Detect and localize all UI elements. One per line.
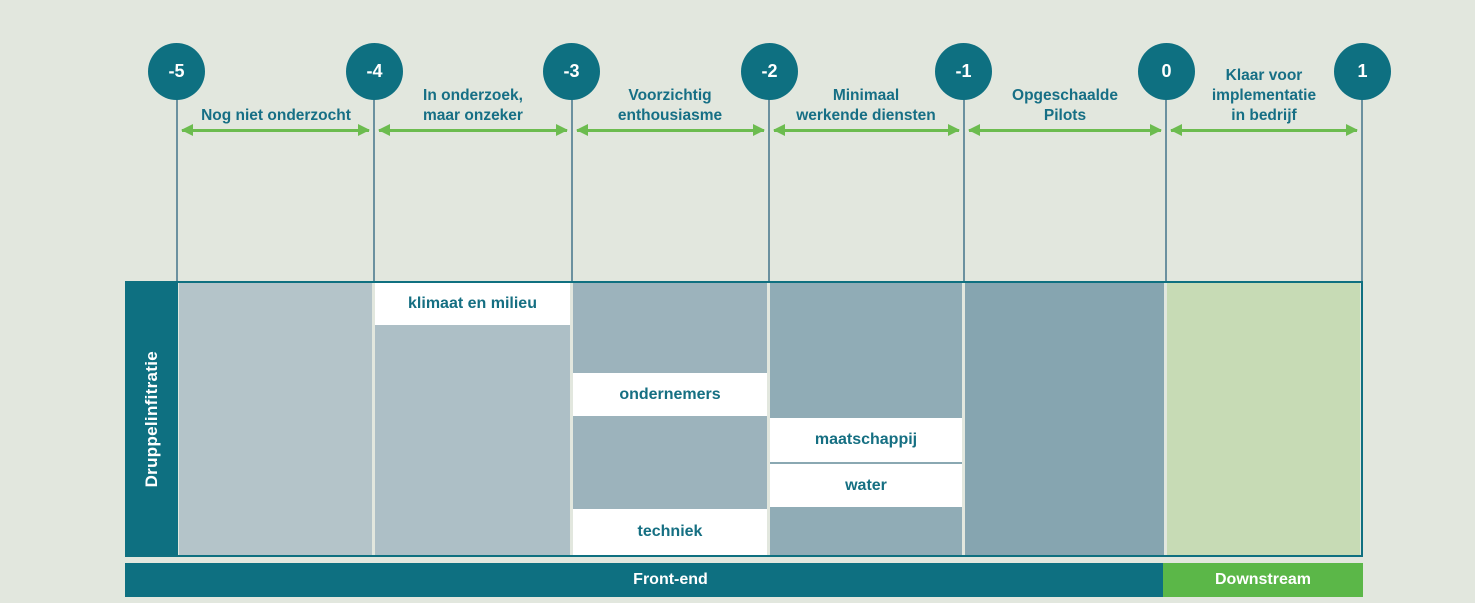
scale-point-value: 0 [1161, 61, 1172, 81]
matrix-cell-klimaat-en-milieu: klimaat en milieu [375, 283, 570, 325]
segment-arrow-icon [773, 124, 960, 136]
scale-point-value: -4 [366, 61, 383, 81]
scale-gridline [176, 97, 178, 281]
scale-gridline [963, 97, 965, 281]
segment-arrow-icon [1170, 124, 1358, 136]
scale-gridline [571, 97, 573, 281]
segment-label-line: Nog niet onderzocht [201, 107, 351, 124]
segment-arrow-icon [576, 124, 765, 136]
segment-label-line: Klaar voor [1225, 67, 1303, 84]
scale-point-value: -2 [761, 61, 778, 81]
scale-point-value: -1 [955, 61, 972, 81]
matrix-cell-water: water [770, 464, 962, 507]
scale-point-circle-minus3: -3 [543, 43, 600, 100]
matrix-cell-label: techniek [637, 523, 703, 540]
matrix-cell-label: klimaat en milieu [408, 295, 537, 312]
phase-bar-label: Front-end [633, 571, 708, 588]
row-header-druppelinfitratie: Druppelinfitratie [125, 281, 178, 557]
segment-label-in-onderzoek: In onderzoek, maar onzeker [373, 56, 573, 126]
segment-label-line: Opgeschaalde [1012, 87, 1118, 104]
matrix-top-border [125, 281, 1363, 283]
segment-label-line: enthousiasme [617, 107, 723, 124]
matrix-column-minus5-minus4 [179, 283, 372, 555]
segment-label-klaar-voor-implementatie: Klaar voor implementatie in bedrijf [1164, 56, 1364, 126]
matrix-column-0-1-ready [1167, 283, 1360, 555]
phase-bar-front-end: Front-end [125, 563, 1163, 597]
scale-point-circle-minus1: -1 [935, 43, 992, 100]
segment-arrow-icon [181, 124, 370, 136]
scale-point-value: -5 [168, 61, 185, 81]
scale-gridline [373, 97, 375, 281]
segment-label-line: maar onzeker [423, 107, 523, 124]
scale-point-value: 1 [1357, 61, 1368, 81]
segment-label-line: Voorzichtig [628, 87, 712, 104]
scale-point-circle-minus2: -2 [741, 43, 798, 100]
scale-gridline [768, 97, 770, 281]
scale-point-value: -3 [563, 61, 580, 81]
scale-gridline [1165, 97, 1167, 281]
matrix-cell-maatschappij: maatschappij [770, 418, 962, 462]
scale-point-circle-minus4: -4 [346, 43, 403, 100]
matrix-cell-ondernemers: ondernemers [573, 373, 767, 416]
segment-label-line: werkende diensten [796, 107, 936, 124]
scale-point-circle-1: 1 [1334, 43, 1391, 100]
segment-arrow-icon [968, 124, 1162, 136]
phase-bar-downstream: Downstream [1163, 563, 1363, 597]
scale-gridline [1361, 97, 1363, 281]
segment-label-line: in bedrijf [1231, 107, 1297, 124]
segment-label-line: Minimaal [832, 87, 900, 104]
segment-arrow-icon [378, 124, 568, 136]
matrix-right-border [1361, 281, 1363, 557]
matrix-cell-label: ondernemers [619, 385, 721, 403]
scale-point-circle-0: 0 [1138, 43, 1195, 100]
matrix-column-minus1-0 [965, 283, 1164, 555]
phase-bar-label: Downstream [1214, 571, 1312, 588]
matrix-bottom-border [125, 555, 1363, 557]
matrix-cell-label: water [845, 476, 887, 494]
segment-label-line: Pilots [1043, 107, 1087, 124]
cell-separator-line [770, 462, 962, 464]
scale-point-circle-minus5: -5 [148, 43, 205, 100]
segment-label-voorzichtig-enthousiasme: Voorzichtig enthousiasme [570, 56, 770, 126]
segment-label-line: implementatie [1211, 87, 1317, 104]
matrix-cell-label: maatschappij [814, 431, 918, 448]
segment-label-opgeschaalde-pilots: Opgeschaalde Pilots [965, 56, 1165, 126]
segment-label-minimaal-werkende-diensten: Minimaal werkende diensten [766, 56, 966, 126]
row-header-label: Druppelinfitratie [141, 350, 161, 488]
segment-label-nog-niet-onderzocht: Nog niet onderzocht [176, 56, 376, 126]
matrix-column-minus4-minus3 [375, 283, 570, 555]
segment-label-line: In onderzoek, [423, 87, 523, 104]
matrix-cell-techniek: techniek [573, 509, 767, 555]
